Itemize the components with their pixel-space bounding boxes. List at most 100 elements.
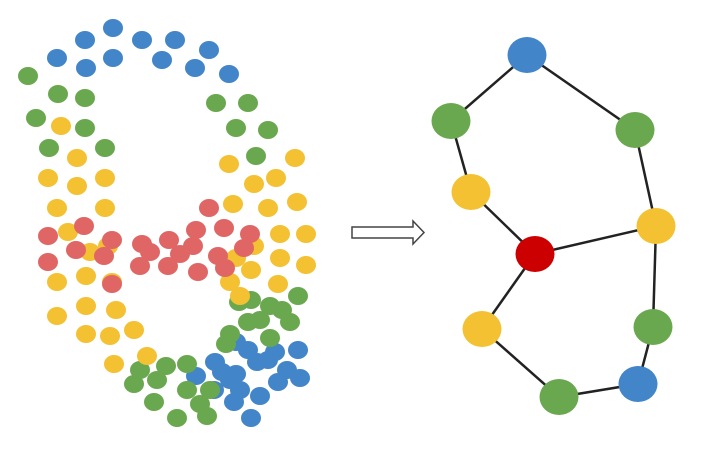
cloud-dot-yellow [270, 249, 290, 267]
cloud-dot-red [38, 253, 58, 271]
cloud-dot-blue [75, 31, 95, 49]
cloud-dot-red [66, 241, 86, 259]
cloud-dot-yellow [76, 267, 96, 285]
hollow-arrow-icon [351, 219, 426, 246]
cloud-dot-yellow [95, 169, 115, 187]
graph-edge-n1-n3 [526, 53, 636, 132]
cloud-dot-green [288, 287, 308, 305]
cloud-dot-yellow [219, 155, 239, 173]
cloud-dot-blue [152, 51, 172, 69]
graph-node-n4 [451, 174, 491, 210]
cloud-dot-yellow [67, 177, 87, 195]
cloud-dot-blue [165, 31, 185, 49]
graph-nodes [431, 37, 676, 415]
cloud-dot-yellow [47, 199, 67, 217]
cloud-dot-green [144, 393, 164, 411]
cloud-dot-green [147, 371, 167, 389]
cloud-dot-green [250, 311, 270, 329]
cloud-dot-green [246, 147, 266, 165]
cloud-dot-yellow [67, 149, 87, 167]
cloud-dot-blue [103, 49, 123, 67]
cloud-dot-yellow [230, 287, 250, 305]
cloud-dot-yellow [220, 273, 240, 291]
graph-node-n8 [633, 309, 673, 345]
cloud-dot-red [215, 259, 235, 277]
cloud-dot-yellow [100, 327, 120, 345]
graph-edge-n5-n6 [534, 224, 657, 256]
cloud-dot-green [216, 335, 236, 353]
cloud-dot-red [102, 231, 122, 249]
cloud-dot-red [240, 225, 260, 243]
cloud-dot-red [159, 231, 179, 249]
cloud-dot-red [158, 257, 178, 275]
cloud-dot-yellow [137, 347, 157, 365]
graph-node-n3 [615, 112, 655, 148]
cloud-dot-red [234, 239, 254, 257]
cloud-dot-blue [265, 343, 285, 361]
cloud-dot-yellow [58, 223, 78, 241]
cloud-dot-yellow [104, 355, 124, 373]
cloud-dot-yellow [106, 301, 126, 319]
cloud-dot-red [186, 221, 206, 239]
cloud-dot-blue [250, 387, 270, 405]
cloud-dot-green [200, 381, 220, 399]
cloud-dot-red [94, 247, 114, 265]
cloud-dot-green [130, 361, 150, 379]
cloud-dot-green [177, 355, 197, 373]
cloud-dot-red [188, 263, 208, 281]
point-cloud [18, 19, 316, 427]
cloud-dot-green [39, 139, 59, 157]
cloud-dot-green [272, 301, 292, 319]
cloud-dot-yellow [266, 169, 286, 187]
cloud-dot-red [102, 275, 122, 293]
cloud-dot-green [206, 94, 226, 112]
cloud-dot-blue [220, 371, 240, 389]
cloud-dot-blue [268, 373, 288, 391]
graph-node-n7 [462, 311, 502, 347]
graph-node-n5 [515, 236, 555, 272]
cloud-dot-green [26, 109, 46, 127]
cloud-dot-blue [76, 59, 96, 77]
cloud-dot-yellow [287, 193, 307, 211]
cloud-dot-green [75, 89, 95, 107]
graph-node-n2 [431, 103, 471, 139]
cloud-dot-green [258, 121, 278, 139]
cloud-dot-yellow [51, 117, 71, 135]
graph-node-n9 [539, 379, 579, 415]
cloud-dot-red [38, 227, 58, 245]
cloud-dot-green [238, 94, 258, 112]
cloud-dot-yellow [296, 225, 316, 243]
cloud-dot-green [18, 67, 38, 85]
cloud-dot-yellow [244, 175, 264, 193]
cloud-dot-blue [288, 341, 308, 359]
cloud-dot-green [190, 395, 210, 413]
cloud-dot-yellow [270, 225, 290, 243]
cloud-dot-green [177, 381, 197, 399]
transform-arrow [351, 219, 426, 246]
cloud-dot-blue [132, 31, 152, 49]
cloud-dot-blue [290, 369, 310, 387]
cloud-dot-green [260, 329, 280, 347]
cloud-dot-red [74, 217, 94, 235]
cloud-dot-red [140, 243, 160, 261]
cloud-dot-blue [199, 41, 219, 59]
cloud-dot-red [199, 199, 219, 217]
cloud-dot-green [226, 119, 246, 137]
graph-node-n6 [636, 208, 676, 244]
graph-node-n10 [618, 366, 658, 402]
cloud-dot-green [167, 409, 187, 427]
graph-node-n1 [507, 37, 547, 73]
cloud-dot-green [75, 119, 95, 137]
cloud-dot-yellow [95, 199, 115, 217]
cloud-dot-red [214, 219, 234, 237]
cloud-dot-yellow [223, 195, 243, 213]
cloud-dot-blue [103, 19, 123, 37]
cloud-dot-blue [238, 341, 258, 359]
cloud-dot-yellow [47, 307, 67, 325]
cloud-dot-green [95, 139, 115, 157]
cloud-dot-yellow [47, 273, 67, 291]
cloud-dot-blue [219, 65, 239, 83]
cloud-dot-green [48, 85, 68, 103]
